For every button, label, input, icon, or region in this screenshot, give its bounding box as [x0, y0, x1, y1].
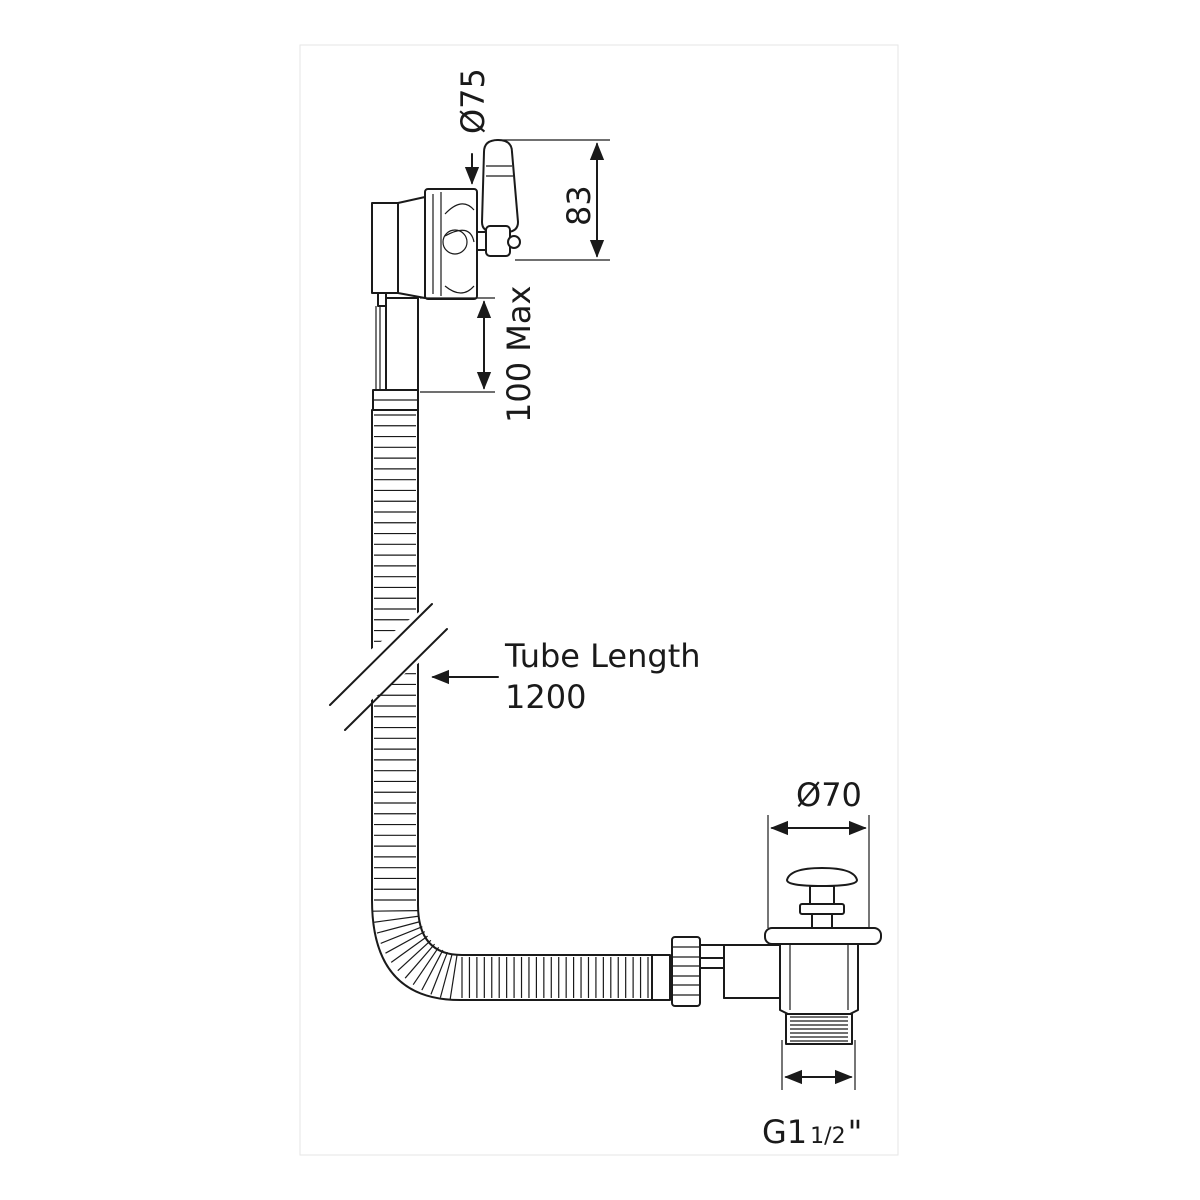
waste-plug-top	[786, 867, 858, 887]
tube-rib	[439, 953, 453, 998]
dimension-handle-height: 83	[515, 142, 610, 261]
label-thread-main: G1	[762, 1113, 807, 1151]
filler-lever-handle	[481, 139, 519, 233]
filler-outlet-pipe	[385, 297, 419, 399]
tube-break-symbol	[329, 603, 448, 731]
label-tube-length-title: Tube Length	[504, 637, 701, 675]
tube-rib	[430, 951, 449, 995]
overflow-filler	[371, 139, 521, 411]
tube-rib	[372, 909, 419, 912]
tube-outline-outer	[371, 409, 653, 1001]
hex-nut	[671, 936, 701, 1007]
label-tube-length-value: 1200	[505, 678, 586, 716]
tube-rib	[380, 926, 423, 944]
waste-flange	[764, 927, 882, 945]
tube-rib	[421, 949, 444, 991]
tube-end-connector	[651, 954, 671, 1001]
dimension-handle-diameter: Ø75	[454, 68, 610, 185]
filler-backplate	[371, 202, 399, 294]
tube-rib	[449, 954, 458, 1000]
tube-rib	[390, 935, 428, 963]
tube-rib	[412, 946, 440, 986]
drawing-frame	[299, 44, 899, 1156]
tube-rib	[404, 943, 436, 979]
waste-plug-stem	[809, 885, 835, 905]
tube-rib	[374, 915, 420, 923]
tube-rib	[397, 939, 432, 972]
tube-rib	[385, 931, 426, 954]
tube-rib	[376, 920, 421, 934]
dimension-max-offset: 100 Max	[420, 286, 538, 423]
click-clack-waste	[651, 867, 882, 1045]
filler-body	[397, 196, 426, 299]
label-handle-height: 83	[560, 185, 598, 226]
label-max-offset: 100 Max	[500, 286, 538, 423]
label-thread-suffix: "	[848, 1113, 863, 1151]
label-handle-diameter: Ø75	[454, 68, 492, 134]
dimension-waste-diameter: Ø70	[767, 776, 870, 928]
label-waste-diameter: Ø70	[796, 776, 862, 814]
label-thread-fraction: 1/2	[810, 1124, 845, 1149]
waste-body	[779, 943, 859, 1015]
callout-tube-length: Tube Length 1200	[431, 637, 701, 716]
